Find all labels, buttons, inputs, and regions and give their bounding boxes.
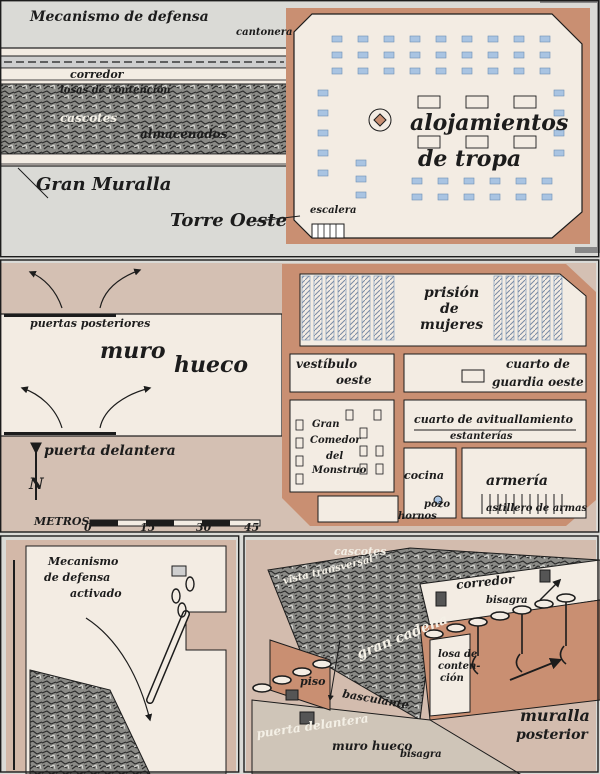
- label-cantonera: cantonera: [236, 27, 293, 38]
- top-panel: [0, 0, 600, 258]
- armory: [461, 447, 587, 519]
- label-hollow-wall-2: hueco: [174, 352, 249, 378]
- kitchen: [403, 447, 457, 519]
- label-hall-2: Comedor: [310, 435, 361, 446]
- label-guard-1: cuarto de: [506, 357, 570, 371]
- label-prison-2: de: [440, 301, 459, 317]
- label-hollow-wall-1: muro: [100, 338, 166, 364]
- stairs: [311, 223, 345, 239]
- label-vestibule-2: oeste: [336, 373, 372, 387]
- label-prison-1: prisión: [424, 285, 480, 301]
- tilting-floor: [251, 699, 521, 774]
- corridor: [0, 67, 291, 81]
- scale-tick-45: 45: [244, 521, 260, 534]
- chain-icon: [171, 576, 195, 618]
- well-icon: [433, 495, 443, 505]
- bottom-right-panel: [242, 534, 600, 774]
- brazier-icon: [368, 108, 392, 132]
- label-kitchen: cocina: [404, 469, 445, 482]
- label-scale: METROS: [34, 515, 90, 528]
- label-slab-3: ción: [440, 673, 464, 684]
- label-br-rubble: cascotes: [334, 545, 387, 558]
- label-corridor: corredor: [70, 68, 124, 81]
- label-armory: armería: [486, 473, 548, 489]
- label-hall-3: del: [326, 451, 344, 462]
- label-prison-3: mujeres: [420, 317, 484, 333]
- label-floor-1: piso: [300, 675, 326, 688]
- label-br-hollow-wall: muro hueco: [332, 739, 413, 753]
- rubble-fill: [29, 669, 151, 774]
- label-hinge-1: bisagra: [486, 595, 528, 606]
- label-barracks-2: de tropa: [418, 146, 522, 172]
- label-activated-2: de defensa: [44, 571, 111, 584]
- scale-tick-30: 30: [196, 521, 212, 534]
- scale-tick-15: 15: [140, 521, 156, 534]
- label-west-tower: Torre Oeste: [170, 210, 288, 231]
- bunks: [317, 35, 565, 201]
- label-back-doors: puertas posteriores: [30, 317, 151, 330]
- label-provisions: cuarto de avituallamiento: [414, 413, 574, 426]
- label-back-wall-1: muralla: [520, 706, 590, 725]
- label-barracks-1: alojamientos: [410, 110, 569, 136]
- provisions-room: [403, 399, 587, 443]
- label-slab-2: conten-: [438, 661, 481, 672]
- label-well: pozo: [424, 499, 451, 510]
- label-rubble: cascotes: [60, 111, 118, 125]
- middle-panel: [0, 258, 600, 532]
- label-hall-1: Gran: [312, 419, 340, 430]
- womens-prison: [299, 273, 587, 347]
- rubble-fill: [0, 83, 291, 155]
- label-back-wall-2: posterior: [516, 727, 588, 743]
- label-weapon-racks: astillero de armas: [486, 503, 588, 514]
- west-vestibule: [289, 353, 395, 393]
- scale-bar: [89, 519, 261, 527]
- label-vestibule-1: vestíbulo: [296, 357, 358, 371]
- label-activated-1: Mecanismo: [48, 555, 119, 568]
- label-shelves: estanterías: [450, 431, 513, 442]
- label-hall-4: Monstruo: [312, 465, 367, 476]
- corridor-3d: [419, 559, 600, 627]
- label-north: N: [29, 474, 44, 493]
- bottom-left-panel: [0, 534, 240, 774]
- label-activated-3: activado: [70, 587, 122, 600]
- label-stored: almacenados: [140, 127, 228, 141]
- label-hinge-2: bisagra: [400, 749, 442, 760]
- label-defense-mechanism: Mecanismo de defensa: [30, 9, 209, 25]
- label-retaining-slabs: losas de contención: [60, 85, 171, 96]
- label-ovens: hornos: [398, 511, 437, 522]
- dining-tables: [295, 409, 384, 485]
- weapon-racks-icon: [481, 494, 563, 514]
- label-slab-1: losa de: [438, 649, 478, 660]
- prison-cells: [301, 275, 563, 341]
- tables: [417, 95, 537, 149]
- label-stairs: escalera: [310, 205, 357, 216]
- west-guard-room: [403, 353, 587, 393]
- label-guard-2: guardia oeste: [492, 375, 584, 389]
- scale-tick-0: 0: [84, 521, 92, 534]
- label-great-wall: Gran Muralla: [36, 174, 172, 195]
- label-front-door: puerta delantera: [44, 443, 176, 459]
